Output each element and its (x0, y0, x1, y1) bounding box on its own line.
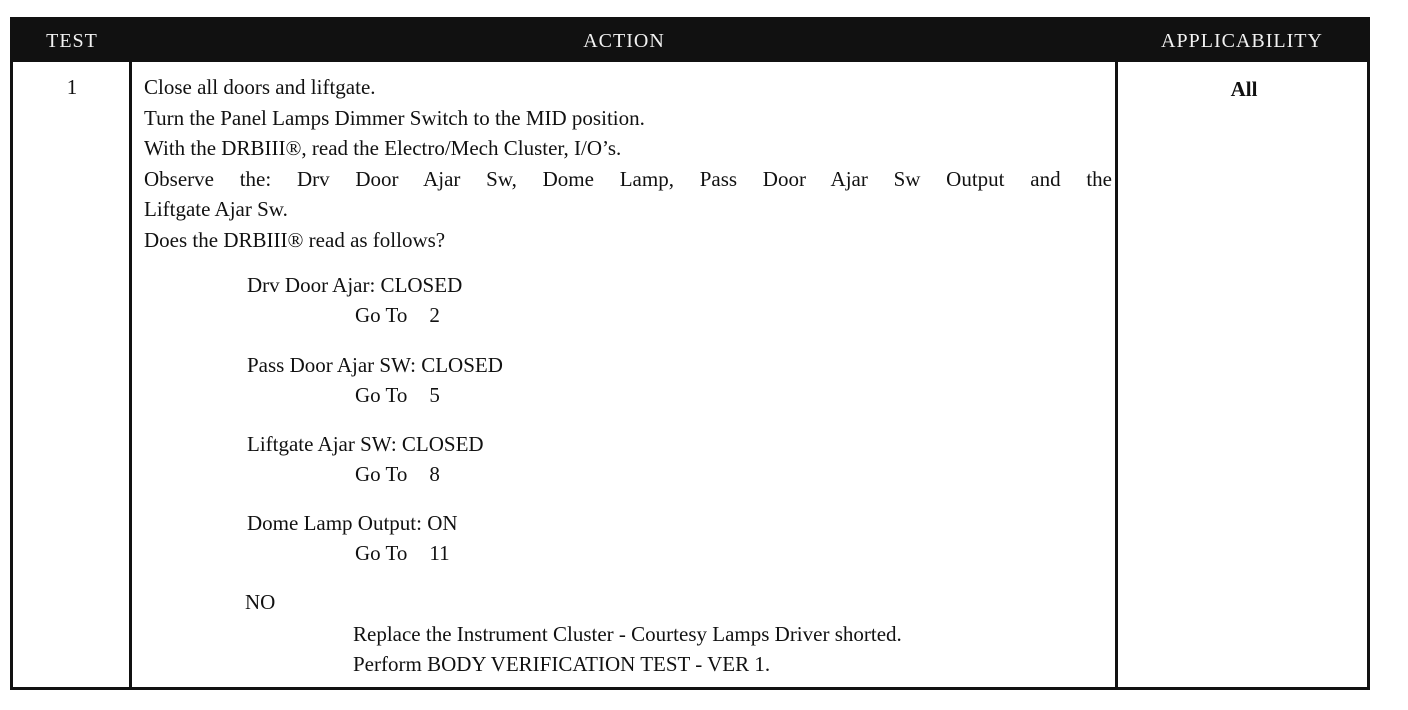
column-divider-test (129, 20, 132, 687)
option-goto-liftgate: Go To 8 (355, 462, 440, 487)
instruction-line: Does the DRBIII® read as follows? (144, 227, 446, 252)
instruction-line: Close all doors and liftgate. (144, 75, 376, 99)
option-label-no: NO (245, 590, 276, 614)
goto-text: Go To (355, 462, 408, 486)
instruction-line: Observe the: Drv Door Ajar Sw, Dome Lamp… (144, 166, 1112, 191)
header-action: ACTION (583, 30, 665, 52)
goto-number: 8 (429, 462, 440, 486)
goto-text: Go To (355, 541, 408, 565)
option-label-dome-lamp: Dome Lamp Output: ON (247, 511, 458, 535)
header-test: TEST (46, 30, 98, 52)
instruction-line: Liftgate Ajar Sw. (144, 197, 288, 221)
goto-number: 5 (429, 383, 440, 407)
option-goto-drv-door: Go To 2 (355, 303, 440, 328)
option-label-pass-door: Pass Door Ajar SW: CLOSED (247, 353, 503, 377)
option-label-drv-door: Drv Door Ajar: CLOSED (247, 273, 463, 297)
option-goto-pass-door: Go To 5 (355, 383, 440, 408)
test-number: 1 (66, 75, 78, 99)
goto-number: 11 (429, 541, 450, 565)
no-option-line: Perform BODY VERIFICATION TEST - VER 1. (353, 652, 771, 676)
action-instructions: Close all doors and liftgate. Turn the P… (144, 72, 1112, 255)
applicability-value: All (1230, 77, 1258, 101)
goto-number: 2 (429, 303, 440, 327)
option-label-liftgate: Liftgate Ajar SW: CLOSED (247, 432, 484, 456)
option-goto-dome-lamp: Go To 11 (355, 541, 450, 566)
no-option-line: Replace the Instrument Cluster - Courtes… (353, 622, 902, 646)
header-applicability: APPLICABILITY (1161, 30, 1323, 52)
instruction-line: With the DRBIII®, read the Electro/Mech … (144, 136, 622, 160)
table-header: TEST ACTION APPLICABILITY (13, 20, 1367, 62)
diagnostic-test-table: TEST ACTION APPLICABILITY 1 All Close al… (10, 17, 1370, 690)
goto-text: Go To (355, 303, 408, 327)
column-divider-action (1115, 20, 1118, 687)
goto-text: Go To (355, 383, 408, 407)
instruction-line: Turn the Panel Lamps Dimmer Switch to th… (144, 105, 645, 130)
